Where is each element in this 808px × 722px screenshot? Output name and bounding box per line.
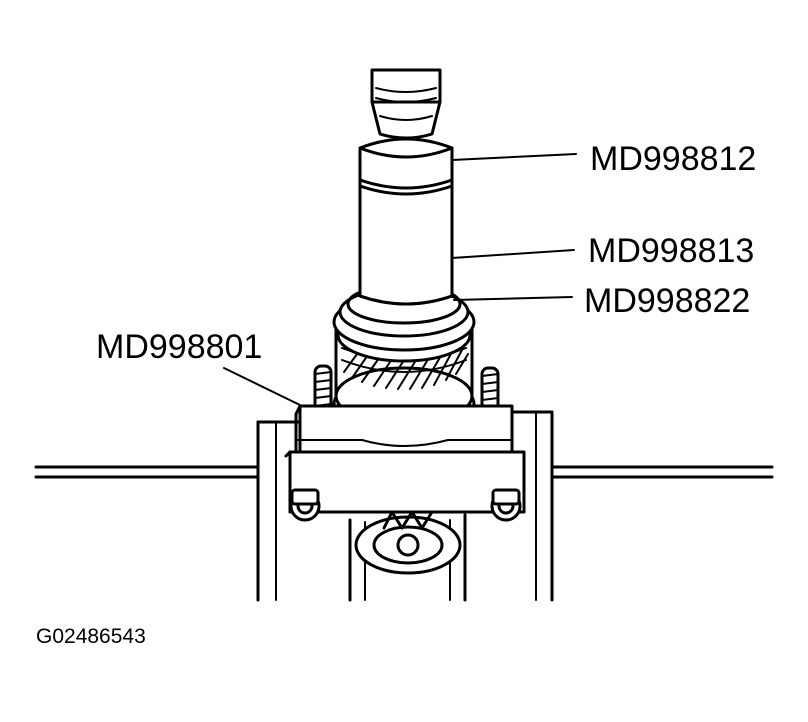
leader-lines: [223, 153, 577, 407]
press-base: [256, 410, 554, 602]
callout-md998813: MD998813: [588, 232, 754, 270]
callout-md998801: MD998801: [96, 328, 262, 366]
support-rails: [34, 465, 774, 479]
press-ram: [370, 68, 442, 140]
figure-id: G02486543: [36, 625, 146, 648]
lower-shaft: [354, 510, 462, 575]
callout-md998822: MD998822: [584, 282, 750, 320]
installer-tool: [358, 137, 454, 306]
callout-md998812: MD998812: [590, 140, 756, 178]
bearing-remover-plate: [284, 404, 526, 522]
